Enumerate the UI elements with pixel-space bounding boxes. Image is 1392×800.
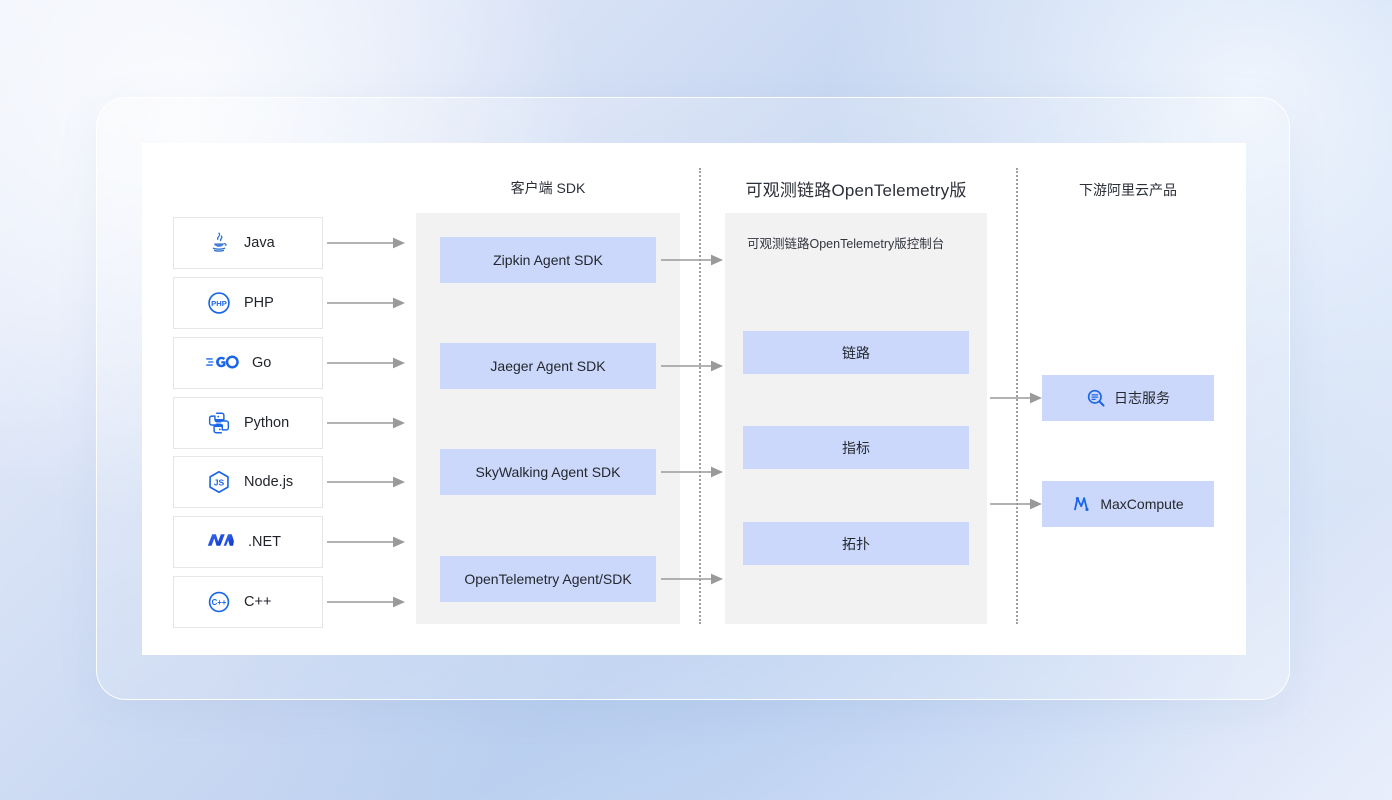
- product-box-log-service[interactable]: 日志服务: [1042, 375, 1214, 421]
- arrow-zipkin-to-otel: [661, 253, 727, 267]
- product-label: MaxCompute: [1100, 496, 1184, 512]
- language-label: Node.js: [244, 474, 294, 490]
- language-label: PHP: [244, 295, 274, 311]
- product-box-maxcompute[interactable]: MaxCompute: [1042, 481, 1214, 527]
- capability-box-metrics[interactable]: 指标: [743, 426, 969, 469]
- language-box-nodejs[interactable]: JS Node.js: [173, 456, 323, 508]
- column-header-sdk: 客户端 SDK: [510, 180, 586, 196]
- language-box-java[interactable]: Java: [173, 217, 323, 269]
- maxcompute-icon: [1072, 494, 1092, 514]
- arrow-java-to-sdk: [327, 236, 407, 250]
- capability-box-topology[interactable]: 拓扑: [743, 522, 969, 565]
- sdk-box-zipkin[interactable]: Zipkin Agent SDK: [440, 237, 656, 283]
- arrow-opentelemetry-to-otel: [661, 572, 727, 586]
- sdk-box-jaeger[interactable]: Jaeger Agent SDK: [440, 343, 656, 389]
- sdk-label: OpenTelemetry Agent/SDK: [464, 571, 632, 587]
- nodejs-icon: JS: [206, 469, 232, 495]
- language-label: .NET: [248, 534, 282, 550]
- go-icon: [206, 350, 240, 376]
- arrow-php-to-sdk: [327, 296, 407, 310]
- divider-sdk-otel: [699, 168, 701, 624]
- language-label: Go: [252, 355, 272, 371]
- language-box-dotnet[interactable]: .NET: [173, 516, 323, 568]
- python-icon: [206, 410, 232, 436]
- arrow-otel-to-maxcompute: [990, 497, 1046, 511]
- arrow-otel-to-log-service: [990, 391, 1046, 405]
- arrow-cpp-to-sdk: [327, 595, 407, 609]
- column-header-otel: 可观测链路OpenTelemetry版: [745, 181, 967, 200]
- language-box-cpp[interactable]: C++ C++: [173, 576, 323, 628]
- arrow-nodejs-to-sdk: [327, 475, 407, 489]
- sdk-label: Jaeger Agent SDK: [490, 358, 606, 374]
- language-label: C++: [244, 594, 272, 610]
- product-label: 日志服务: [1114, 390, 1170, 406]
- arrow-go-to-sdk: [327, 356, 407, 370]
- svg-text:PHP: PHP: [211, 299, 227, 308]
- sdk-label: Zipkin Agent SDK: [493, 252, 603, 268]
- svg-text:JS: JS: [214, 478, 225, 488]
- language-box-php[interactable]: PHP PHP: [173, 277, 323, 329]
- language-box-python[interactable]: Python: [173, 397, 323, 449]
- arrow-python-to-sdk: [327, 416, 407, 430]
- cpp-icon: C++: [206, 589, 232, 615]
- sdk-box-opentelemetry[interactable]: OpenTelemetry Agent/SDK: [440, 556, 656, 602]
- capability-label: 指标: [842, 439, 870, 456]
- capability-label: 拓扑: [842, 535, 870, 552]
- php-icon: PHP: [206, 290, 232, 316]
- divider-otel-products: [1016, 168, 1018, 624]
- sdk-label: SkyWalking Agent SDK: [475, 464, 621, 480]
- language-label: Java: [244, 235, 275, 251]
- column-header-products: 下游阿里云产品: [1079, 182, 1177, 198]
- log-service-icon: [1086, 388, 1106, 408]
- language-box-go[interactable]: Go: [173, 337, 323, 389]
- language-label: Python: [244, 415, 290, 431]
- dotnet-icon: [206, 529, 236, 555]
- console-label: 可观测链路OpenTelemetry版控制台: [747, 237, 945, 251]
- capability-label: 链路: [842, 344, 870, 361]
- sdk-box-skywalking[interactable]: SkyWalking Agent SDK: [440, 449, 656, 495]
- java-icon: [206, 230, 232, 256]
- arrow-jaeger-to-otel: [661, 359, 727, 373]
- arrow-dotnet-to-sdk: [327, 535, 407, 549]
- capability-box-trace[interactable]: 链路: [743, 331, 969, 374]
- arrow-skywalking-to-otel: [661, 465, 727, 479]
- svg-text:C++: C++: [212, 598, 227, 607]
